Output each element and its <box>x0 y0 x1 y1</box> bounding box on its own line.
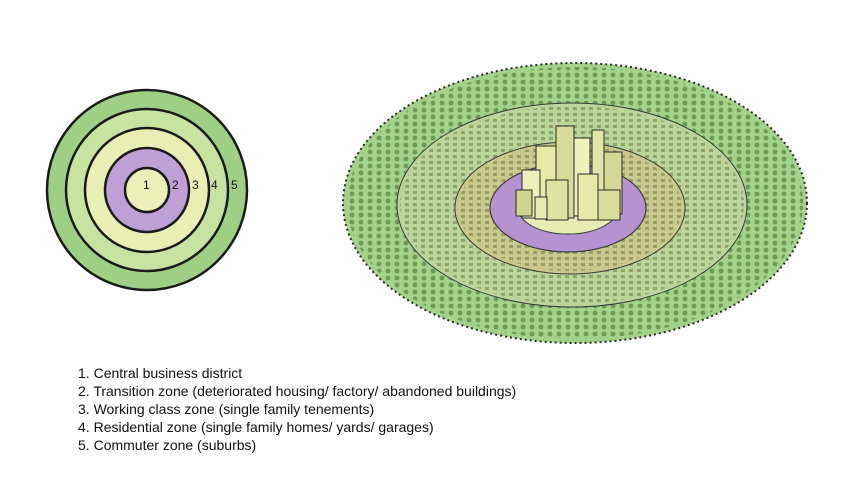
legend-text: Transition zone (deteriorated housing/ f… <box>93 383 517 399</box>
legend-number: 4. <box>78 419 90 435</box>
zone-number-4: 4 <box>211 178 218 192</box>
city-zones-illustration <box>342 62 808 344</box>
legend-text: Central business district <box>93 365 243 381</box>
zone-number-3: 3 <box>192 178 199 192</box>
cbd-skyscrapers <box>515 125 623 221</box>
legend-text: Commuter zone (suburbs) <box>93 437 257 453</box>
legend-item-2: 2. Transition zone (deteriorated housing… <box>78 382 516 400</box>
zone-number-2: 2 <box>172 178 179 192</box>
zone-legend: 1. Central business district 2. Transiti… <box>78 364 516 454</box>
legend-text: Residential zone (single family homes/ y… <box>93 419 434 435</box>
legend-item-4: 4. Residential zone (single family homes… <box>78 418 516 436</box>
legend-number: 1. <box>78 365 90 381</box>
zone-1-ring <box>123 166 171 214</box>
zone-number-5: 5 <box>231 178 238 192</box>
legend-number: 2. <box>78 383 90 399</box>
zone-number-1: 1 <box>143 178 150 192</box>
legend-number: 5. <box>78 437 90 453</box>
legend-item-5: 5. Commuter zone (suburbs) <box>78 436 516 454</box>
legend-item-1: 1. Central business district <box>78 364 516 382</box>
legend-text: Working class zone (single family teneme… <box>93 401 375 417</box>
concentric-rings-diagram: 1 2 3 4 5 <box>45 88 249 292</box>
legend-item-3: 3. Working class zone (single family ten… <box>78 400 516 418</box>
legend-number: 3. <box>78 401 90 417</box>
